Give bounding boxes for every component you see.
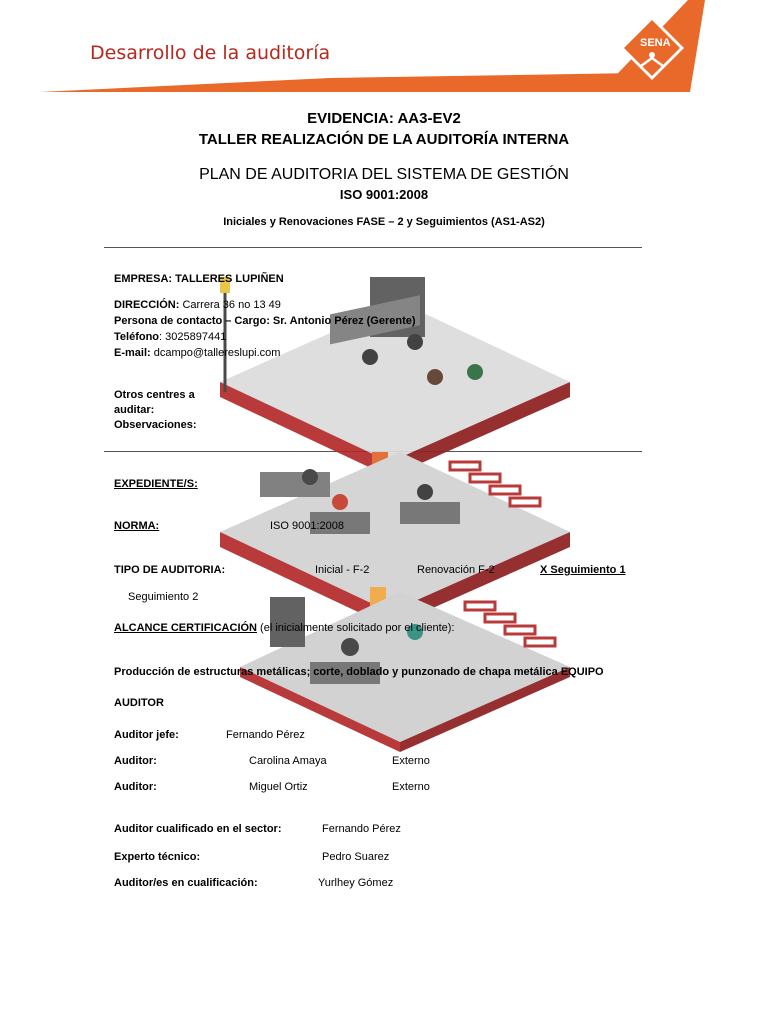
workshop-title: TALLER REALIZACIÓN DE LA AUDITORÍA INTER… [198,131,570,148]
auditor-type: Externo [392,755,430,767]
header-banner: SENA [40,0,768,92]
sena-logo: SENA [620,16,684,80]
phase-subtitle: Iniciales y Renovaciones FASE – 2 y Segu… [223,216,545,228]
other-centres-label: Otros centres a [114,389,195,401]
audit-type-label: TIPO DE AUDITORIA: [114,564,226,576]
phone-line: Teléfono: 3025897441 [114,331,226,343]
email-value: dcampo@tallereslupi.com [150,347,281,359]
norma-value: ISO 9001:2008 [270,520,345,532]
email-label: E-mail: [114,347,151,359]
address-label: DIRECCIÓN: [114,299,180,311]
header-title: Desarrollo de la auditoría [90,42,331,64]
auditor-role: Auditor: [114,781,157,793]
auditor-type: Externo [392,781,430,793]
scope-label: ALCANCE CERTIFICACIÓN [114,622,257,634]
evidence-title: EVIDENCIA: AA3-EV2 [307,110,461,127]
email-line: E-mail: dcampo@tallereslupi.com [114,347,280,359]
auditor-name: Carolina Amaya [249,755,327,767]
company-name: EMPRESA: TALLERES LUPIÑEN [114,273,284,285]
contact-person: Persona de contacto – Cargo: Sr. Antonio… [114,315,416,327]
auditor-heading: AUDITOR [114,697,164,709]
scope-note: (el inicialmente solicitado por el clien… [257,622,455,634]
phone-value: : 3025897441 [159,331,227,343]
type-seguimiento-2: Seguimiento 2 [128,591,199,603]
technical-expert-label: Experto técnico: [114,851,201,863]
qualified-auditor-name: Fernando Pérez [322,823,401,835]
auditor-role: Auditor: [114,755,157,767]
auditor-name: Fernando Pérez [226,729,305,741]
scope-line: ALCANCE CERTIFICACIÓN (el inicialmente s… [114,622,454,634]
type-seguimiento-1: X Seguimiento 1 [540,564,626,576]
qualified-auditor-label: Auditor cualificado en el sector: [114,823,282,835]
auditor-name: Miguel Ortiz [249,781,308,793]
norma-label: NORMA: [114,520,160,532]
phone-label: Teléfono [114,331,160,343]
type-inicial: Inicial - F-2 [315,564,370,576]
address-line: DIRECCIÓN: Carrera 36 no 13 49 [114,299,281,311]
production-scope: Producción de estructuras metálicas; cor… [114,666,604,678]
divider [104,247,642,248]
other-centres-label-2: auditar: [114,404,155,416]
auditor-role: Auditor jefe: [114,729,179,741]
observations-label: Observaciones: [114,419,197,431]
technical-expert-name: Pedro Suarez [322,851,390,863]
address-value: Carrera 36 no 13 49 [179,299,281,311]
plan-title: PLAN DE AUDITORIA DEL SISTEMA DE GESTIÓN [199,166,569,183]
logo-text: SENA [640,37,671,49]
type-renovacion: Renovación F-2 [417,564,495,576]
office-illustration [220,277,570,752]
iso-title: ISO 9001:2008 [339,187,429,202]
expediente-label: EXPEDIENTE/S: [114,478,198,490]
trainee-auditor-label: Auditor/es en cualificación: [114,877,258,889]
trainee-auditor-name: Yurlhey Gómez [318,877,394,889]
